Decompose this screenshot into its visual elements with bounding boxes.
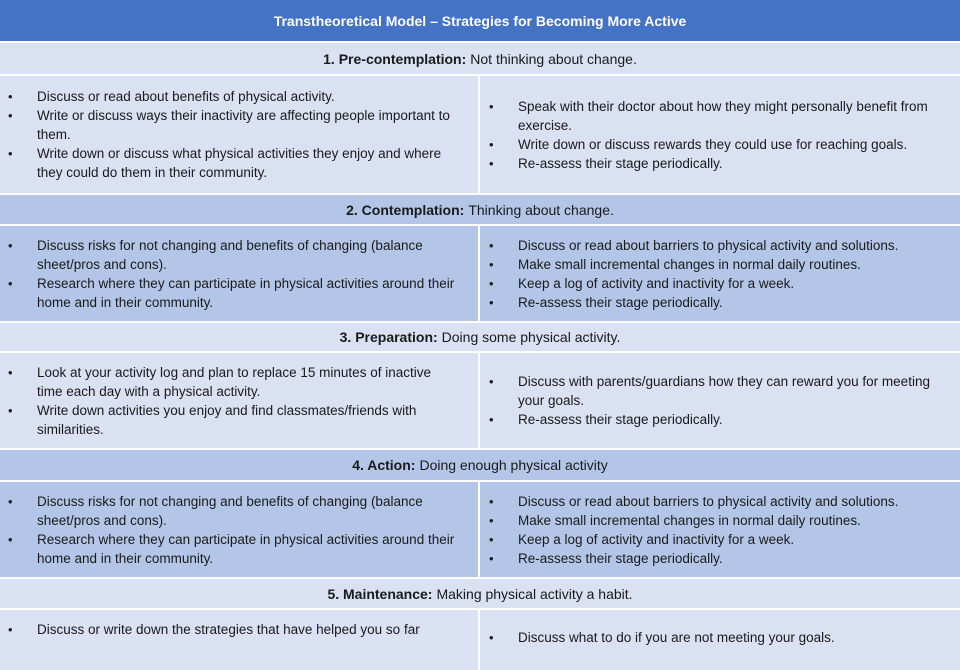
strategy-item: Discuss or read about benefits of physic…: [8, 87, 460, 106]
strategy-cell-left: Discuss or write down the strategies tha…: [0, 610, 480, 670]
strategy-cell-left: Discuss risks for not changing and benef…: [0, 482, 480, 577]
table-title: Transtheoretical Model – Strategies for …: [0, 0, 960, 43]
strategy-item: Research where they can participate in p…: [8, 274, 460, 312]
strategy-item: Discuss risks for not changing and benef…: [8, 492, 460, 530]
strategy-item: Discuss or read about barriers to physic…: [489, 236, 942, 255]
strategy-item: Write down activities you enjoy and find…: [8, 401, 460, 439]
stage-header-preparation: 3. Preparation: Doing some physical acti…: [0, 323, 960, 353]
strategy-item: Discuss risks for not changing and benef…: [8, 236, 460, 274]
strategy-item: Look at your activity log and plan to re…: [8, 363, 460, 401]
strategy-cell-left: Discuss risks for not changing and benef…: [0, 226, 480, 321]
stage-description: Thinking about change.: [468, 201, 614, 218]
strategy-item: Re-assess their stage periodically.: [489, 410, 942, 429]
stage-description: Doing some physical activity.: [441, 329, 621, 345]
stage-row-action: Discuss risks for not changing and benef…: [0, 482, 960, 579]
stage-description: Making physical activity a habit.: [436, 585, 633, 602]
stage-header-precontemplation: 1. Pre-contemplation: Not thinking about…: [0, 43, 960, 76]
strategy-item: Discuss or read about barriers to physic…: [489, 492, 942, 511]
strategy-item: Discuss with parents/guardians how they …: [489, 372, 942, 410]
strategy-cell-right: Discuss or read about barriers to physic…: [480, 482, 960, 577]
strategy-item: Make small incremental changes in normal…: [489, 255, 942, 274]
stage-row-maintenance: Discuss or write down the strategies tha…: [0, 610, 960, 670]
strategy-cell-right: Discuss what to do if you are not meetin…: [480, 610, 960, 670]
stage-row-contemplation: Discuss risks for not changing and benef…: [0, 226, 960, 323]
strategy-item: Keep a log of activity and inactivity fo…: [489, 530, 942, 549]
strategy-cell-right: Discuss or read about barriers to physic…: [480, 226, 960, 321]
stage-name: 2. Contemplation:: [346, 201, 465, 218]
stage-row-precontemplation: Discuss or read about benefits of physic…: [0, 76, 960, 195]
strategy-item: Keep a log of activity and inactivity fo…: [489, 274, 942, 293]
strategy-item: Re-assess their stage periodically.: [489, 154, 942, 173]
strategy-item: Make small incremental changes in normal…: [489, 511, 942, 530]
strategy-cell-right: Speak with their doctor about how they m…: [480, 76, 960, 193]
strategy-item: Re-assess their stage periodically.: [489, 293, 942, 312]
stage-row-preparation: Look at your activity log and plan to re…: [0, 353, 960, 450]
stage-name: 4. Action:: [352, 457, 416, 473]
stage-header-contemplation: 2. Contemplation: Thinking about change.: [0, 195, 960, 226]
stage-description: Doing enough physical activity: [419, 457, 608, 473]
strategy-item: Speak with their doctor about how they m…: [489, 97, 942, 135]
strategy-item: Write or discuss ways their inactivity a…: [8, 106, 460, 144]
strategy-item: Write down or discuss what physical acti…: [8, 144, 460, 182]
stage-header-maintenance: 5. Maintenance: Making physical activity…: [0, 579, 960, 610]
stage-header-action: 4. Action: Doing enough physical activit…: [0, 450, 960, 482]
strategy-cell-left: Look at your activity log and plan to re…: [0, 353, 480, 448]
strategy-item: Discuss what to do if you are not meetin…: [489, 628, 942, 647]
strategy-cell-right: Discuss with parents/guardians how they …: [480, 353, 960, 448]
stage-description: Not thinking about change.: [470, 50, 637, 67]
stage-name: 5. Maintenance:: [327, 585, 433, 602]
strategy-item: Write down or discuss rewards they could…: [489, 135, 942, 154]
stage-name: 1. Pre-contemplation:: [323, 50, 467, 67]
strategy-item: Research where they can participate in p…: [8, 530, 460, 568]
stage-name: 3. Preparation:: [339, 329, 438, 345]
strategy-cell-left: Discuss or read about benefits of physic…: [0, 76, 480, 193]
strategy-item: Re-assess their stage periodically.: [489, 549, 942, 568]
